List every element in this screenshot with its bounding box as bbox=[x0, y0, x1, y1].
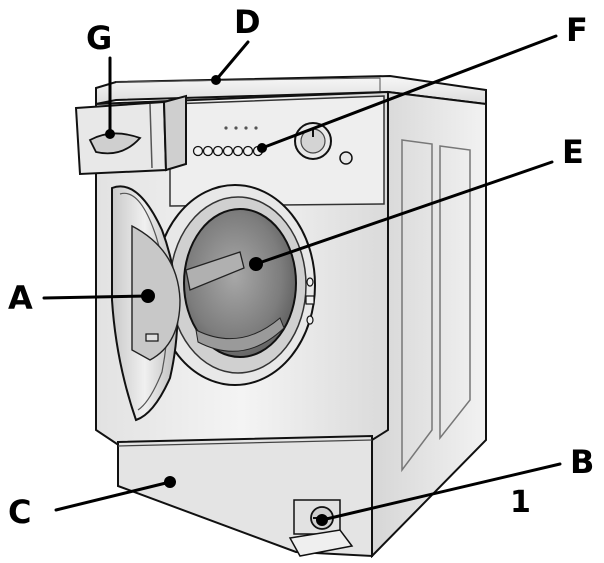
callout-d: D bbox=[234, 3, 261, 41]
start-knob bbox=[339, 151, 353, 165]
leader-dots bbox=[105, 75, 328, 526]
filter-flap bbox=[288, 529, 354, 557]
indicator-dots bbox=[224, 126, 258, 130]
reference-number: 1 bbox=[510, 485, 531, 520]
detergent-drawer-side bbox=[162, 94, 187, 172]
kick-plate-line bbox=[117, 439, 373, 447]
callout-b: B bbox=[570, 443, 595, 481]
leader-lines bbox=[42, 34, 562, 522]
porthole bbox=[154, 184, 316, 386]
top-panel-edge bbox=[115, 77, 381, 96]
drum-lower bbox=[195, 317, 285, 352]
pump-filter bbox=[288, 499, 354, 557]
drum-opening bbox=[183, 208, 297, 358]
open-door bbox=[111, 185, 181, 422]
door-glass bbox=[131, 224, 181, 361]
leader-C bbox=[54, 480, 172, 512]
drawer-slot-line bbox=[149, 103, 153, 169]
callout-e: E bbox=[562, 133, 584, 171]
side-groove-2 bbox=[439, 145, 471, 441]
leader-D bbox=[214, 40, 250, 82]
door-hinge bbox=[145, 333, 159, 342]
drum-paddle bbox=[185, 251, 245, 291]
leader-B bbox=[320, 462, 562, 522]
leader-E bbox=[254, 160, 554, 266]
callout-f: F bbox=[566, 11, 588, 49]
callout-c: C bbox=[8, 493, 32, 531]
drawer-handle bbox=[88, 132, 142, 155]
leader-F bbox=[260, 34, 558, 150]
side-groove-1 bbox=[401, 139, 433, 473]
leader-A bbox=[42, 294, 150, 300]
callout-g: G bbox=[86, 19, 113, 57]
door-lock bbox=[305, 277, 315, 325]
callout-a: A bbox=[8, 279, 33, 317]
